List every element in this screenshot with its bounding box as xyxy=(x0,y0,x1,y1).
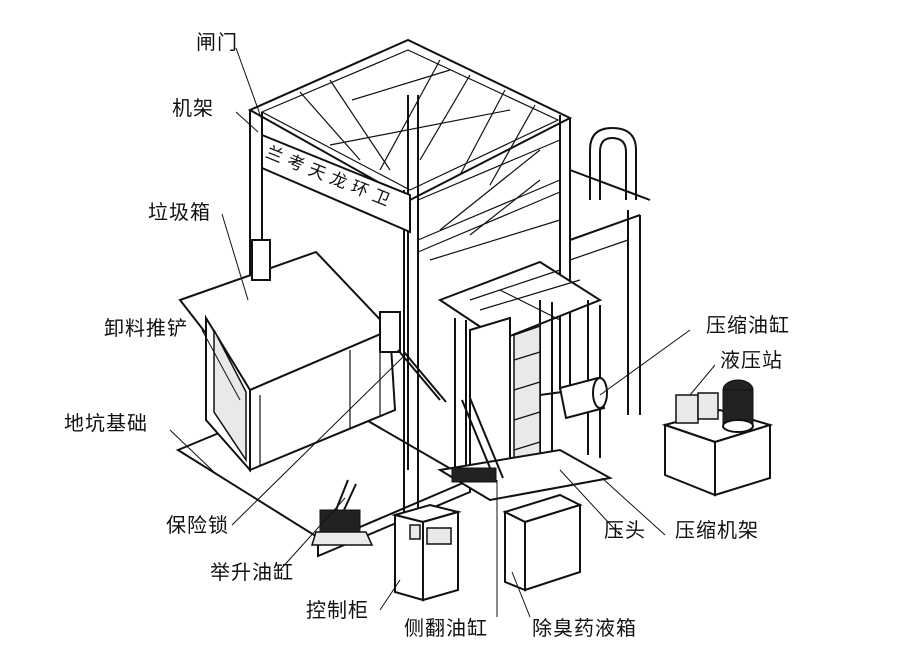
label-unload-shovel: 卸料推铲 xyxy=(104,316,188,340)
label-garbage-box: 垃圾箱 xyxy=(148,200,211,224)
label-side-tilt-cylinder: 侧翻油缸 xyxy=(404,616,488,640)
label-gate: 闸门 xyxy=(196,30,238,54)
compression-cylinder xyxy=(539,376,608,420)
side-tilt-cylinder xyxy=(451,397,504,483)
deodorant-tank xyxy=(502,493,583,592)
label-control-cabinet: 控制柜 xyxy=(306,598,369,622)
label-deodorant-tank: 除臭药液箱 xyxy=(532,616,637,640)
hydraulic-station xyxy=(661,379,774,497)
label-frame: 机架 xyxy=(172,96,214,120)
label-compression-frame: 压缩机架 xyxy=(675,518,759,542)
label-pit-foundation: 地坑基础 xyxy=(64,411,148,435)
label-press-head: 压头 xyxy=(604,518,646,542)
leader-lines xyxy=(169,47,716,618)
frame-structure xyxy=(247,38,651,514)
label-safety-lock: 保险锁 xyxy=(166,513,229,537)
safety-lock xyxy=(397,349,447,403)
label-lift-cylinder: 举升油缸 xyxy=(210,560,294,584)
unload-shovel-bracket xyxy=(251,239,401,353)
banner-beam xyxy=(261,133,411,234)
compression-frame xyxy=(437,260,613,502)
control-cabinet xyxy=(391,503,462,602)
gate-arch xyxy=(589,126,637,200)
label-compression-cylinder: 压缩油缸 xyxy=(706,313,790,337)
lift-cylinder xyxy=(310,479,374,546)
label-hydraulic-station: 液压站 xyxy=(720,348,783,372)
